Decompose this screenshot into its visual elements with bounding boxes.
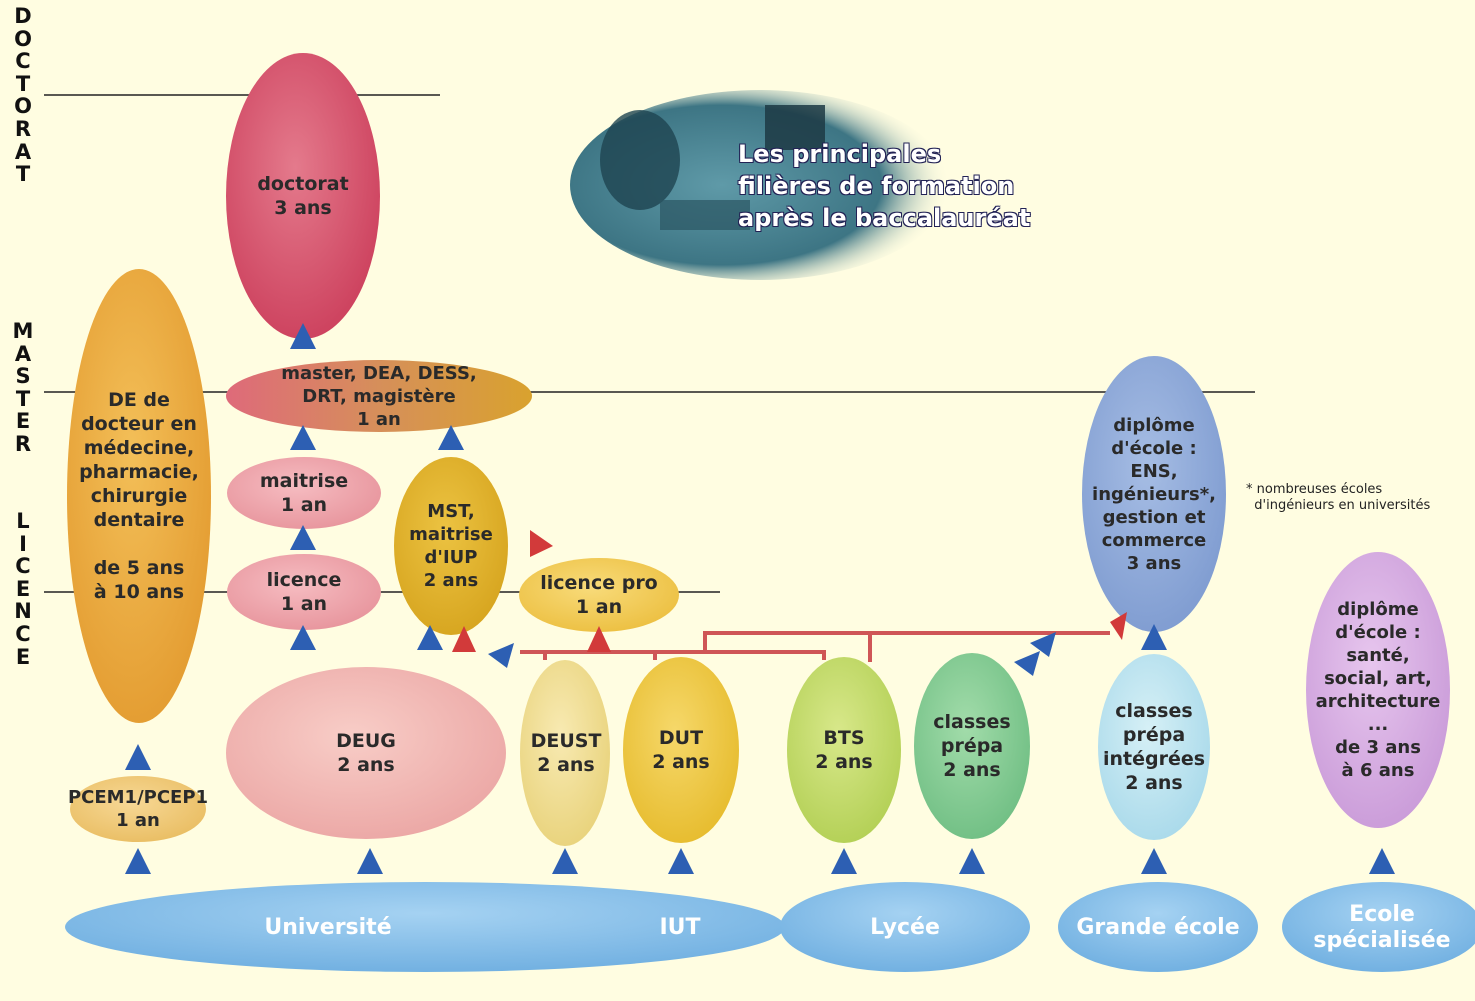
level-letter: C bbox=[15, 554, 31, 579]
institution-lycee: Lycée bbox=[870, 915, 940, 940]
footnote: * nombreuses écoles d'ingénieurs en univ… bbox=[1246, 482, 1431, 513]
institution-iut: IUT bbox=[659, 915, 701, 940]
node-classes-prepa-integrees: classes prépa intégrées 2 ans bbox=[1102, 700, 1206, 794]
up-arrow-icon bbox=[438, 425, 464, 450]
deug-ellipse bbox=[226, 667, 506, 839]
level-letter: I bbox=[19, 531, 27, 556]
up-arrow-icon bbox=[831, 848, 857, 874]
up-arrow-icon bbox=[290, 525, 316, 550]
up-arrow-icon bbox=[959, 848, 985, 874]
institution-grande-ecole: Grande école bbox=[1076, 915, 1240, 940]
node-mst: MST, maitrise d'IUP 2 ans bbox=[409, 501, 493, 591]
node-diplome-ecole-ge: diplôme d'école : ENS, ingénieurs*, gest… bbox=[1092, 414, 1216, 574]
node-diplome-ecole-spec: diplôme d'école : santé, social, art, ar… bbox=[1315, 599, 1441, 781]
up-arrow-icon bbox=[290, 625, 316, 650]
classes-prepa-ellipse bbox=[914, 653, 1030, 839]
diplome-ecole-ge-ellipse bbox=[1082, 356, 1226, 632]
level-letter: N bbox=[14, 599, 32, 624]
node-maitrise: maitrise 1 an bbox=[259, 470, 349, 516]
diagonal-arrow-icon bbox=[488, 643, 514, 668]
level-letter: C bbox=[15, 49, 31, 74]
connector-lines bbox=[520, 631, 1110, 662]
level-letter: O bbox=[14, 94, 32, 119]
mst-ellipse bbox=[394, 457, 508, 635]
institution-ecole-specialisee: Ecole spécialisée bbox=[1313, 902, 1451, 953]
level-letter: T bbox=[15, 386, 31, 411]
up-arrows bbox=[125, 323, 1395, 874]
grande-ecole-ellipse bbox=[1058, 882, 1258, 972]
level-letter: T bbox=[15, 162, 31, 187]
licence-ellipse bbox=[227, 554, 381, 630]
classes-prepa-integrees-ellipse bbox=[1098, 654, 1210, 840]
level-letter: M bbox=[12, 319, 34, 343]
level-letter: A bbox=[14, 341, 32, 366]
level-letter: E bbox=[15, 576, 31, 601]
pcem-ellipse bbox=[70, 776, 206, 842]
red-arrow-icon bbox=[530, 530, 553, 557]
level-letter: O bbox=[14, 26, 32, 51]
up-arrow-icon bbox=[1141, 624, 1167, 650]
node-dut: DUT 2 ans bbox=[652, 727, 710, 773]
level-letter: D bbox=[14, 4, 32, 28]
up-arrow-icon bbox=[417, 625, 443, 650]
institution-universite: Université bbox=[264, 915, 392, 940]
up-arrow-icon bbox=[357, 848, 383, 874]
up-arrow-icon bbox=[290, 425, 316, 450]
level-letter: A bbox=[14, 139, 32, 164]
diplome-ecole-spec-ellipse bbox=[1306, 552, 1450, 828]
up-arrow-icon bbox=[1369, 848, 1395, 874]
doctorat-ellipse bbox=[226, 53, 380, 339]
deust-ellipse bbox=[520, 660, 610, 846]
diagram-title: Les principales filières de formation ap… bbox=[738, 140, 1031, 232]
up-arrow-icon bbox=[290, 323, 316, 349]
maitrise-ellipse bbox=[227, 457, 381, 529]
up-arrow-icon bbox=[125, 744, 151, 770]
title-illustration bbox=[570, 90, 950, 280]
level-letter: T bbox=[15, 71, 31, 96]
dut-ellipse bbox=[623, 657, 739, 843]
lycee-ellipse bbox=[780, 882, 1030, 972]
node-deust: DEUST 2 ans bbox=[530, 730, 602, 776]
node-de-docteur: DE de docteur en médecine, pharmacie, ch… bbox=[79, 389, 199, 603]
node-master: master, DEA, DESS, DRT, magistère 1 an bbox=[281, 362, 477, 430]
level-letter: L bbox=[16, 509, 30, 533]
level-letter: R bbox=[14, 116, 32, 141]
node-doctorat: doctorat 3 ans bbox=[257, 173, 349, 219]
diagonal-arrow-icon bbox=[1014, 651, 1040, 676]
node-licence-pro: licence pro 1 an bbox=[540, 572, 658, 618]
node-classes-prepa: classes prépa 2 ans bbox=[933, 711, 1011, 781]
red-arrow-icon bbox=[452, 626, 476, 652]
red-arrow-icon bbox=[587, 626, 611, 652]
bts-ellipse bbox=[787, 657, 901, 843]
level-letter: C bbox=[15, 621, 31, 646]
ecole-specialisee-ellipse bbox=[1282, 882, 1475, 972]
up-arrow-icon bbox=[1141, 848, 1167, 874]
red-arrows bbox=[452, 530, 1127, 652]
level-letter: R bbox=[14, 431, 32, 456]
up-arrow-icon bbox=[552, 848, 578, 874]
master-ellipse bbox=[226, 360, 532, 432]
node-licence: licence 1 an bbox=[266, 569, 342, 615]
up-arrow-icon bbox=[125, 848, 151, 874]
red-arrow-icon bbox=[1110, 612, 1127, 640]
licence-pro-ellipse bbox=[519, 558, 679, 632]
diagonal-arrow-icon bbox=[1030, 632, 1056, 657]
up-arrow-icon bbox=[668, 848, 694, 874]
de-docteur-ellipse bbox=[67, 269, 211, 723]
node-pcem: PCEM1/PCEP1 1 an bbox=[67, 787, 209, 831]
node-deug: DEUG 2 ans bbox=[336, 730, 396, 776]
level-letter: S bbox=[15, 364, 31, 389]
node-bts: BTS 2 ans bbox=[815, 727, 873, 773]
level-letter: E bbox=[15, 644, 31, 669]
level-letter: E bbox=[15, 409, 31, 434]
universite-iut-ellipse bbox=[65, 882, 785, 972]
